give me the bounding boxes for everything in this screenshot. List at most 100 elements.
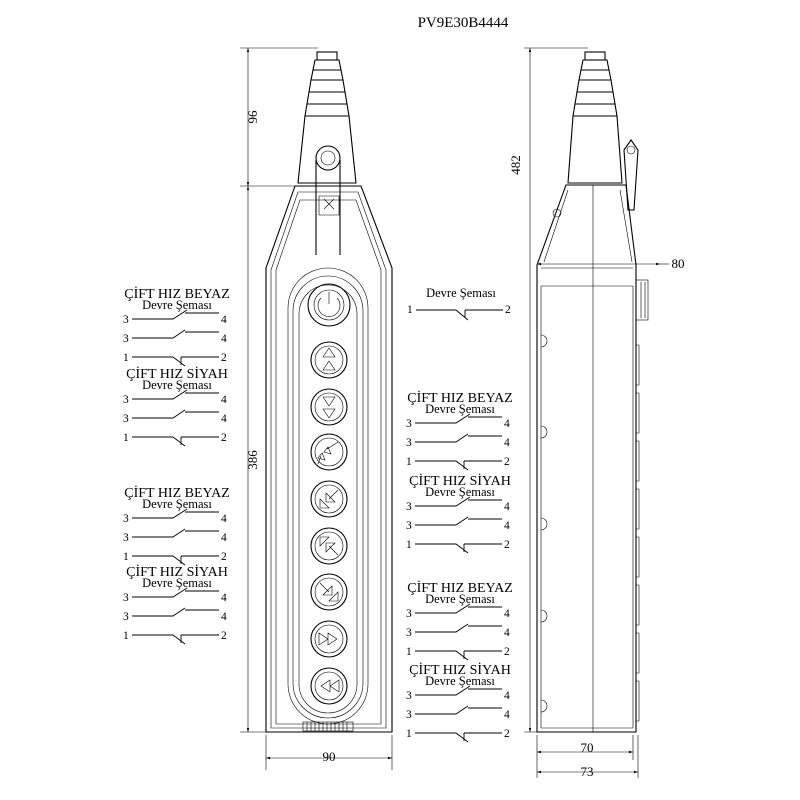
- contact-line: [415, 685, 502, 696]
- schematic-subtitle: Devre Şeması: [425, 485, 495, 499]
- terminal-right: 4: [221, 513, 227, 525]
- contact-line: [132, 436, 219, 447]
- contact-line: [415, 650, 502, 661]
- contact-line: [132, 356, 219, 367]
- side-cable-gland: [567, 51, 639, 211]
- terminal-right: 2: [504, 539, 510, 551]
- contact-line: [415, 705, 502, 715]
- double-right-arrow-icon: [310, 620, 348, 658]
- terminal-right: 4: [504, 437, 510, 449]
- estop-circuit: Devre Şeması 1 2: [407, 286, 511, 321]
- terminal-left: 3: [406, 418, 412, 430]
- contact-line: [132, 508, 219, 519]
- terminal-left: 3: [123, 592, 129, 604]
- dim-96: 96: [245, 110, 260, 124]
- dim-386: 386: [245, 450, 260, 470]
- terminal-right: 4: [504, 709, 510, 721]
- dim-80: 80: [672, 256, 685, 271]
- estop-circuit-title: Devre Şeması: [426, 286, 496, 300]
- drawing-title: PV9E30B4444: [418, 15, 509, 31]
- schematic-title: ÇİFT HIZ BEYAZ: [407, 390, 513, 406]
- terminal-right: 4: [504, 418, 510, 430]
- terminal-left: 3: [406, 627, 412, 639]
- contact-line: [415, 433, 502, 443]
- contact-line: [415, 603, 502, 614]
- terminal-left: 3: [406, 690, 412, 702]
- schematic-title: ÇİFT HIZ SİYAH: [126, 564, 228, 580]
- contact-line: [132, 587, 219, 598]
- contact-line: [132, 555, 219, 566]
- terminal-1: 1: [407, 304, 413, 316]
- contact-line: [132, 607, 219, 617]
- terminal-left: 1: [406, 539, 412, 551]
- terminal-left: 1: [406, 456, 412, 468]
- terminal-right: 2: [504, 646, 510, 658]
- terminal-left: 3: [406, 520, 412, 532]
- circuit-schematics: Devre Şeması 1 2: [407, 286, 511, 321]
- terminal-right: 2: [504, 456, 510, 468]
- double-diagonal-up-right-arrow-icon: [310, 433, 348, 471]
- contact-line: [132, 409, 219, 419]
- terminal-left: 3: [123, 532, 129, 544]
- terminal-right: 2: [221, 432, 227, 444]
- terminal-right: 4: [221, 394, 227, 406]
- dim-482: 482: [508, 155, 523, 175]
- schematic-subtitle: Devre Şeması: [142, 576, 212, 590]
- schematic-subtitle: Devre Şeması: [142, 298, 212, 312]
- schematic-title: ÇİFT HIZ BEYAZ: [124, 286, 230, 302]
- terminal-left: 3: [123, 413, 129, 425]
- front-view: [240, 47, 393, 770]
- direction-buttons: [310, 341, 348, 705]
- emergency-stop-button: [307, 283, 351, 327]
- double-up-arrow-icon: [310, 341, 348, 379]
- terminal-left: 1: [406, 646, 412, 658]
- front-dimensions: [240, 47, 393, 770]
- side-dimensions: [524, 47, 669, 778]
- terminal-left: 3: [123, 513, 129, 525]
- schematic-subtitle: Devre Şeması: [425, 674, 495, 688]
- double-left-arrow-icon: [310, 667, 348, 705]
- double-diagonal-down-right-arrow-icon: [310, 573, 348, 611]
- terminal-left: 3: [406, 608, 412, 620]
- terminal-right: 4: [504, 520, 510, 532]
- terminal-left: 3: [123, 333, 129, 345]
- schematic-title: ÇİFT HIZ SİYAH: [126, 366, 228, 382]
- contact-line: [415, 543, 502, 554]
- side-view: [524, 47, 669, 778]
- schematic-title: ÇİFT HIZ BEYAZ: [407, 580, 513, 596]
- terminal-left: 1: [123, 551, 129, 563]
- schematic-subtitle: Devre Şeması: [142, 378, 212, 392]
- terminal-left: 3: [123, 314, 129, 326]
- terminal-right: 4: [504, 627, 510, 639]
- schematic-subtitle: Devre Şeması: [425, 402, 495, 416]
- terminal-right: 2: [221, 352, 227, 364]
- terminal-left: 3: [123, 394, 129, 406]
- dim-70: 70: [581, 740, 594, 755]
- contact-line: [415, 496, 502, 507]
- side-housing: [536, 184, 649, 733]
- contact-line: [132, 389, 219, 400]
- terminal-right: 4: [221, 611, 227, 623]
- contact-line: [132, 528, 219, 538]
- terminal-right: 4: [221, 532, 227, 544]
- schematic-title: ÇİFT HIZ SİYAH: [409, 662, 511, 678]
- terminal-right: 4: [504, 501, 510, 513]
- terminal-left: 3: [406, 709, 412, 721]
- contact-line: [415, 623, 502, 633]
- schematic-subtitle: Devre Şeması: [142, 497, 212, 511]
- terminal-right: 4: [221, 413, 227, 425]
- terminal-2: 2: [505, 304, 511, 316]
- terminal-right: 4: [504, 608, 510, 620]
- terminal-right: 4: [221, 314, 227, 326]
- terminal-left: 1: [406, 728, 412, 740]
- contact-line: [132, 309, 219, 320]
- dim-90: 90: [323, 749, 336, 764]
- terminal-left: 3: [406, 437, 412, 449]
- pendant-housing: [265, 185, 393, 733]
